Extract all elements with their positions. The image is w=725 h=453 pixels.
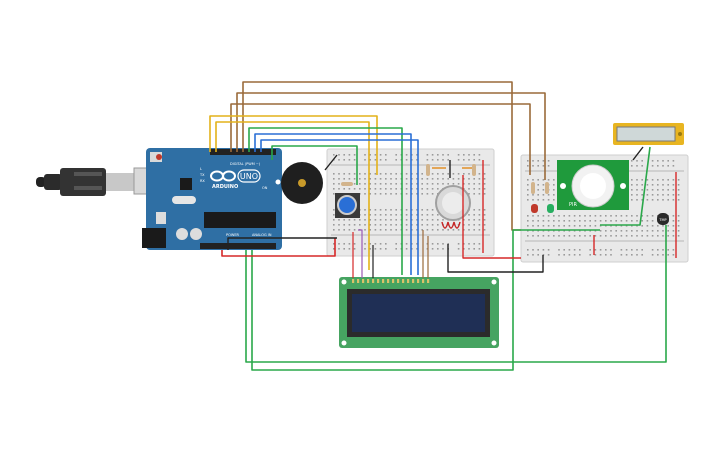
green-led [547,204,554,213]
resistor-4 [531,182,535,194]
wire-black-2 [447,244,544,273]
gas-sensor [435,185,471,229]
board-model-label: UNO [240,172,258,181]
resistor-1 [341,182,353,186]
lcd-16x2 [339,277,499,348]
small-display-module [613,123,684,145]
analog-header-label: ANALOG IN [252,233,272,237]
wire-yellow-1 [209,115,378,175]
resistor-2 [426,164,430,176]
wire-red-2 [462,175,521,259]
wire-green-3 [251,229,600,371]
wire-green-5 [600,146,651,226]
lcd-pin-header [352,279,430,283]
pir-sensor: PIR [557,160,629,210]
temp-sensor-label: TMP [658,218,666,222]
on-led-label: ON [262,186,268,190]
tx-led-label: TX [199,173,205,177]
digital-header-label: DIGITAL (PWM ~) [230,162,261,166]
wire-black-3 [324,154,338,171]
wire-green-1 [248,127,403,275]
wire-brown-3 [230,103,531,175]
pir-label: PIR [569,202,577,208]
rx-led-label: RX [200,179,205,183]
arduino-logo [210,170,236,182]
wire-green-4 [245,225,667,363]
wire-lcd-2 [358,229,363,278]
wire-red-1 [221,238,336,257]
arduino-uno-board: UNO ARDUINO DIGITAL (PWM ~) POWER ANALOG… [142,148,282,250]
wire-black-1 [227,237,337,250]
board-brand-label: ARDUINO [212,184,238,190]
wire-green-2 [271,145,358,185]
red-led [531,204,538,213]
resistor-3 [472,164,476,176]
temperature-sensor: TMP [657,213,669,225]
l-led-label: L [200,167,202,171]
wires [209,81,677,371]
power-header-label: POWER [226,233,240,237]
wire-yellow-2 [215,121,370,270]
wire-blue-2 [260,139,419,275]
potentiometer [335,193,360,218]
wire-black-4 [632,146,644,161]
piezo-buzzer [281,162,323,204]
resistor-5 [545,182,549,194]
wire-blue-1 [254,133,412,275]
